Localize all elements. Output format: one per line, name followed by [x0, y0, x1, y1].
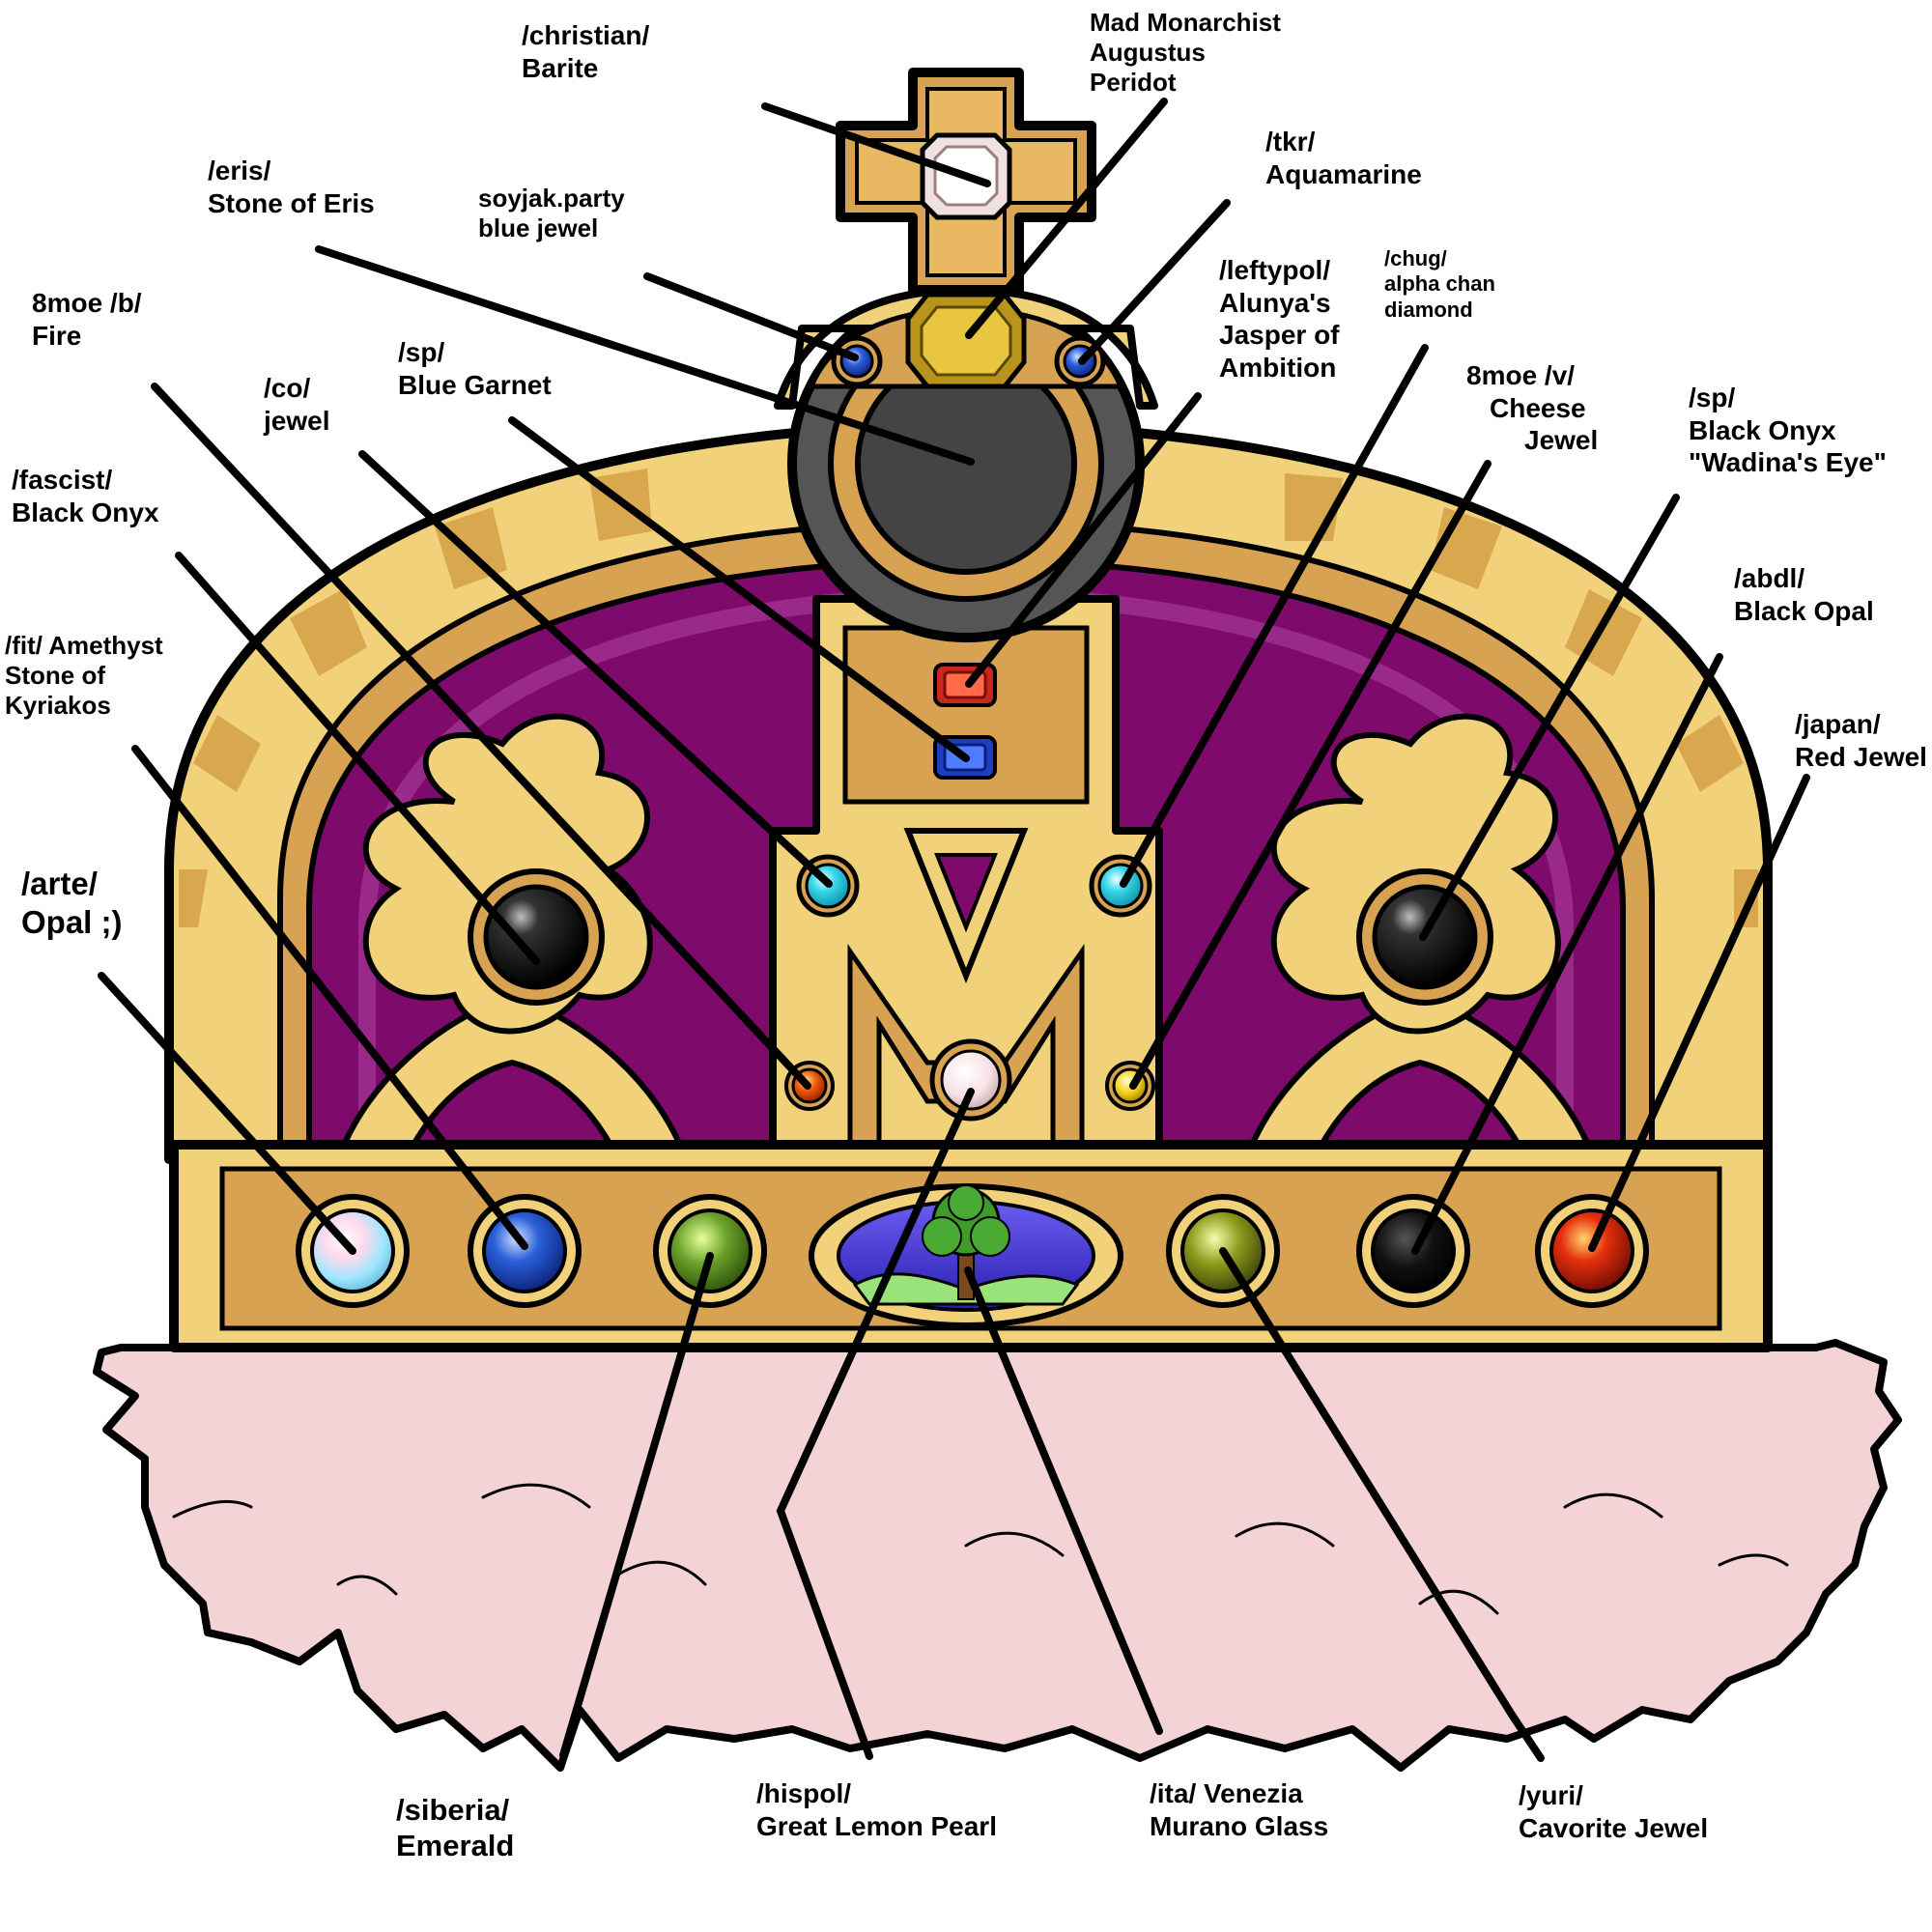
pointer-mad-monarchist — [965, 98, 1168, 339]
pointer-moe-v — [1129, 460, 1492, 1090]
label-leftypol: /leftypol/ Alunya's Jasper of Ambition — [1219, 255, 1340, 383]
pointer-co — [358, 450, 833, 888]
pointer-sp-garnet — [508, 416, 970, 762]
crown-base-band — [169, 1140, 1773, 1352]
label-ita: /ita/ Venezia Murano Glass — [1150, 1778, 1329, 1841]
label-mad-monarchist: Mad Monarchist Augustus Peridot — [1090, 8, 1281, 98]
label-sp-onyx: /sp/ Black Onyx "Wadina's Eye" — [1689, 383, 1887, 478]
label-yuri: /yuri/ Cavorite Jewel — [1519, 1780, 1709, 1843]
pointer-chug — [1120, 344, 1429, 888]
label-moe-v: 8moe /v/ Cheese Jewel — [1466, 360, 1599, 456]
label-sp-garnet: /sp/ Blue Garnet — [398, 337, 552, 400]
pointer-fascist — [175, 552, 540, 965]
label-soyjak: soyjak.party blue jewel — [478, 184, 625, 243]
label-arte: /arte/ Opal ;) — [21, 866, 123, 940]
label-fit: /fit/ Amethyst Stone of Kyriakos — [5, 631, 163, 721]
pointer-lines — [98, 98, 1810, 1762]
label-japan: /japan/ Red Jewel — [1795, 709, 1927, 772]
label-christian: /christian/ Barite — [522, 20, 650, 83]
pointer-japan — [1588, 774, 1810, 1252]
label-co: /co/ jewel — [264, 373, 330, 436]
pointer-christian — [761, 102, 991, 187]
pointer-eris — [315, 245, 975, 466]
pointer-yuri — [1219, 1247, 1545, 1762]
label-fascist: /fascist/ Black Onyx — [12, 465, 159, 527]
label-moe-b: 8moe /b/ Fire — [32, 288, 142, 351]
pointer-sp-onyx — [1419, 494, 1680, 941]
pointer-soyjak — [643, 272, 859, 361]
pointer-ita — [964, 1266, 1163, 1735]
pointer-fit — [131, 745, 528, 1250]
label-tkr: /tkr/ Aquamarine — [1265, 127, 1422, 189]
pointer-leftypol — [965, 392, 1202, 688]
ermine-fur-band — [93, 1339, 1902, 1772]
pointer-moe-b — [151, 383, 811, 1090]
label-siberia: /siberia/ Emerald — [396, 1793, 515, 1863]
central-column — [769, 595, 1163, 1163]
cross — [836, 68, 1096, 295]
pointer-tkr — [1078, 199, 1231, 365]
label-hispol: /hispol/ Great Lemon Pearl — [756, 1778, 997, 1841]
pointer-arte — [98, 972, 356, 1255]
label-abdl: /abdl/ Black Opal — [1734, 563, 1874, 626]
pointer-hispol — [776, 1088, 975, 1760]
label-eris: /eris/ Stone of Eris — [208, 156, 375, 218]
pointer-siberia — [559, 1252, 714, 1759]
label-chug: /chug/ alpha chan diamond — [1384, 246, 1495, 322]
pointer-abdl — [1411, 653, 1723, 1255]
